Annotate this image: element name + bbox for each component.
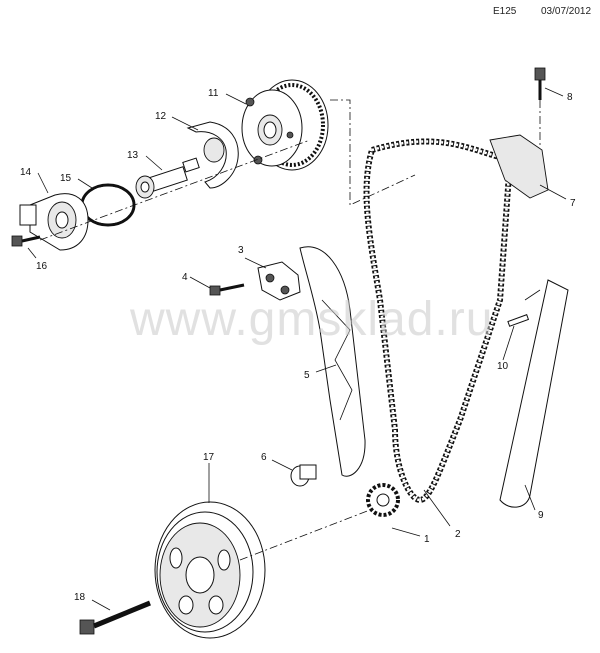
leader-9	[524, 484, 536, 511]
callout-14: 14	[20, 167, 32, 178]
callout-7: 7	[570, 198, 576, 209]
callout-18: 18	[74, 592, 86, 603]
leader-6	[271, 459, 293, 471]
callout-16: 16	[36, 261, 48, 272]
phaser-shield	[186, 121, 239, 189]
leader-11	[225, 93, 247, 105]
callout-8: 8	[567, 92, 573, 103]
fixed-guide-rail	[499, 279, 569, 508]
diagram-date: 03/07/2012	[541, 6, 592, 17]
crankshaft-sprocket	[366, 483, 400, 517]
pivot-bolt	[290, 464, 317, 487]
upper-chain-guide	[489, 134, 549, 199]
leader-16	[27, 247, 37, 259]
callout-3: 3	[238, 245, 244, 256]
tensioner-guide-rail	[299, 246, 366, 477]
leader-14	[37, 172, 49, 194]
diagram-code: E125	[493, 6, 517, 17]
callout-1: 1	[424, 534, 430, 545]
leader-8	[544, 87, 564, 97]
callout-9: 9	[538, 510, 544, 521]
bolt-4	[209, 283, 245, 296]
timing-chain	[363, 138, 514, 504]
oil-control-valve	[135, 157, 200, 199]
leader-13	[145, 155, 163, 171]
o-ring	[80, 183, 136, 227]
callout-10: 10	[497, 361, 509, 372]
leader-18	[91, 599, 111, 611]
leader-15	[77, 178, 93, 189]
tensioner-bracket	[257, 261, 301, 301]
callout-12: 12	[155, 111, 167, 122]
callout-4: 4	[182, 272, 188, 283]
callout-13: 13	[127, 150, 139, 161]
leader-2	[423, 489, 451, 527]
leader-10	[502, 325, 515, 361]
solenoid-housing	[19, 193, 89, 251]
guide-pin	[507, 314, 530, 327]
leader-4	[189, 276, 211, 289]
leader-7	[539, 184, 567, 200]
callout-5: 5	[304, 370, 310, 381]
leader-5	[315, 364, 337, 373]
callout-15: 15	[60, 173, 72, 184]
bolt-16	[11, 235, 41, 247]
callout-6: 6	[261, 452, 267, 463]
callout-17: 17	[203, 452, 215, 463]
camshaft-phaser	[241, 79, 329, 171]
leader-1	[391, 527, 421, 537]
callout-2: 2	[455, 529, 461, 540]
crankshaft-pulley	[154, 501, 266, 639]
leader-12	[171, 116, 199, 131]
leader-3	[244, 257, 267, 269]
crank-bolt	[79, 600, 151, 635]
watermark: www.gmsklad.ru	[130, 293, 494, 346]
callout-11: 11	[208, 88, 219, 99]
bolt-8	[534, 67, 546, 100]
